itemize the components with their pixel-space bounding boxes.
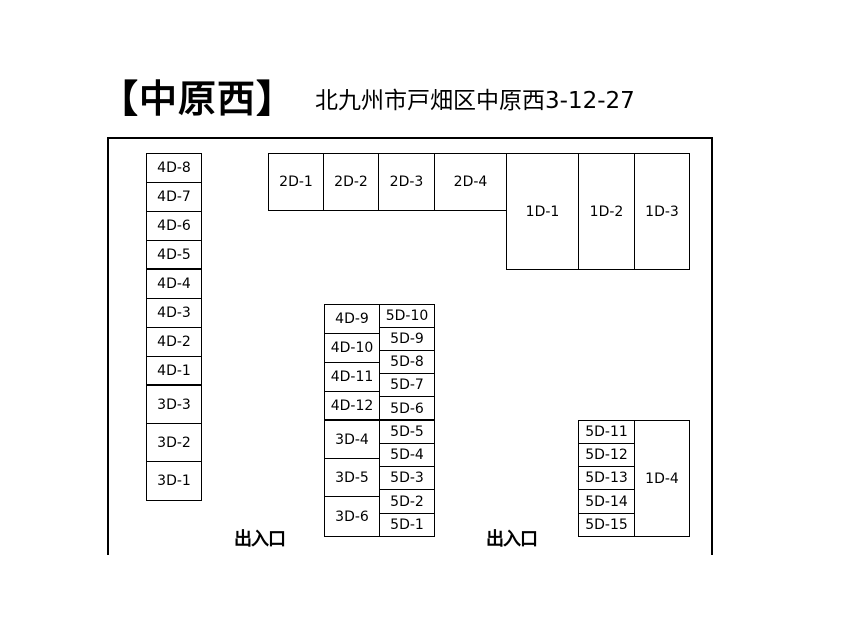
parking-space[interactable]: 2D-4 [434, 153, 507, 211]
parking-space[interactable]: 4D-1 [146, 356, 202, 386]
parking-space[interactable]: 5D-9 [379, 327, 435, 351]
parking-space[interactable]: 1D-1 [506, 153, 579, 270]
parking-space[interactable]: 4D-4 [146, 269, 202, 299]
parking-space[interactable]: 1D-3 [634, 153, 690, 270]
parking-space[interactable]: 3D-6 [324, 496, 380, 537]
parking-space[interactable]: 5D-7 [379, 373, 435, 397]
lot-name: 【中原西】 [100, 76, 296, 121]
lot-top-wall [107, 137, 713, 139]
parking-space[interactable]: 5D-13 [578, 466, 635, 490]
divider-line [324, 419, 435, 421]
parking-space[interactable]: 1D-4 [634, 420, 690, 537]
parking-space[interactable]: 4D-9 [324, 304, 380, 334]
parking-space[interactable]: 5D-14 [578, 489, 635, 514]
lot-left-wall [107, 137, 109, 555]
parking-space[interactable]: 5D-11 [578, 420, 635, 444]
parking-space[interactable]: 5D-8 [379, 350, 435, 374]
parking-space[interactable]: 5D-3 [379, 466, 435, 490]
parking-space[interactable]: 5D-6 [379, 396, 435, 421]
parking-space[interactable]: 5D-5 [379, 420, 435, 444]
parking-space[interactable]: 4D-11 [324, 362, 380, 392]
parking-space[interactable]: 5D-15 [578, 513, 635, 537]
parking-space[interactable]: 3D-2 [146, 423, 202, 462]
header: 【中原西】 北九州市戸畑区中原西3-12-27 [100, 70, 635, 121]
parking-space[interactable]: 4D-12 [324, 391, 380, 421]
entrance-label: 出入口 [486, 529, 538, 550]
parking-space[interactable]: 4D-6 [146, 211, 202, 241]
parking-space[interactable]: 4D-5 [146, 240, 202, 270]
entrance-label: 出入口 [234, 529, 286, 550]
parking-space[interactable]: 4D-10 [324, 333, 380, 363]
parking-space[interactable]: 2D-3 [378, 153, 435, 211]
parking-space[interactable]: 4D-8 [146, 153, 202, 183]
parking-space[interactable]: 4D-3 [146, 298, 202, 328]
parking-space[interactable]: 4D-2 [146, 327, 202, 357]
parking-space[interactable]: 5D-10 [379, 304, 435, 328]
parking-space[interactable]: 1D-2 [578, 153, 635, 270]
parking-space[interactable]: 3D-1 [146, 461, 202, 501]
divider-line [146, 384, 202, 386]
parking-space[interactable]: 4D-7 [146, 182, 202, 212]
parking-space[interactable]: 3D-3 [146, 385, 202, 424]
parking-space[interactable]: 2D-1 [268, 153, 324, 211]
parking-space[interactable]: 5D-12 [578, 443, 635, 467]
parking-space[interactable]: 5D-1 [379, 513, 435, 537]
lot-right-wall [711, 137, 713, 555]
parking-space[interactable]: 5D-4 [379, 443, 435, 467]
divider-line [146, 268, 202, 270]
parking-space[interactable]: 3D-4 [324, 420, 380, 459]
parking-space[interactable]: 3D-5 [324, 458, 380, 497]
parking-space[interactable]: 5D-2 [379, 489, 435, 514]
parking-space[interactable]: 2D-2 [323, 153, 379, 211]
lot-address: 北九州市戸畑区中原西3-12-27 [315, 88, 635, 114]
